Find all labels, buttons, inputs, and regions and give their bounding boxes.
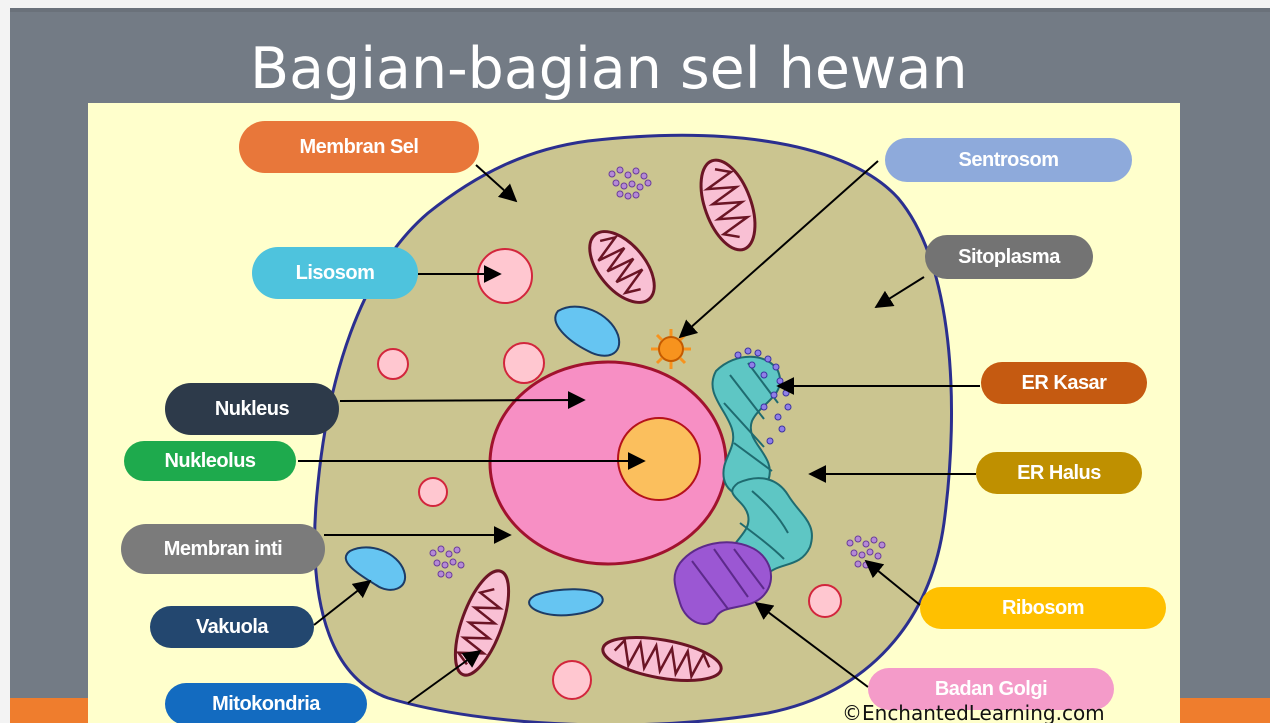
label-nukleus: Nukleus <box>165 383 339 435</box>
slide: Membran Sel Lisosom Nukleus Nukleolus Me… <box>10 8 1270 723</box>
label-sitoplasma: Sitoplasma <box>925 235 1093 279</box>
lysosome <box>809 585 841 617</box>
slide-top-bar <box>10 8 1270 12</box>
label-vakuola: Vakuola <box>150 606 314 648</box>
page-title: Bagian-bagian sel hewan <box>250 36 968 102</box>
lysosome <box>378 349 408 379</box>
credit-text: ©EnchantedLearning.com <box>842 701 1105 723</box>
label-lisosom: Lisosom <box>252 247 418 299</box>
lysosome <box>553 661 591 699</box>
label-er-halus: ER Halus <box>976 452 1142 494</box>
centrosome <box>651 329 691 369</box>
diagram-panel: Membran Sel Lisosom Nukleus Nukleolus Me… <box>88 103 1180 723</box>
label-er-kasar: ER Kasar <box>981 362 1147 404</box>
label-ribosom: Ribosom <box>920 587 1166 629</box>
label-membran-inti: Membran inti <box>121 524 325 574</box>
lysosome <box>419 478 447 506</box>
label-membran-sel: Membran Sel <box>239 121 479 173</box>
nucleolus <box>618 418 700 500</box>
lysosome <box>504 343 544 383</box>
arrow-nukleus <box>340 400 584 401</box>
label-sentrosom: Sentrosom <box>885 138 1132 182</box>
label-nukleolus: Nukleolus <box>124 441 296 481</box>
lysosome <box>478 249 532 303</box>
label-mitokondria: Mitokondria <box>165 683 367 723</box>
